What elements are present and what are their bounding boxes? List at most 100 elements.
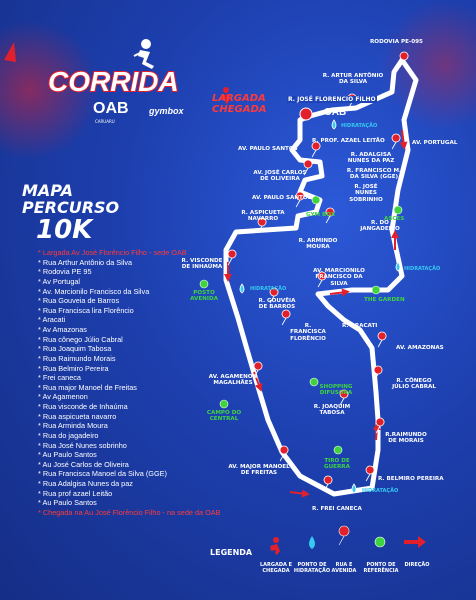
label-arminda: R. ARMINDO MOURA [298,238,338,251]
label-jangadeiro: R. DO JANGADEIRO [360,220,400,233]
label-conego: R. CÔNEGO JÚLIO CABRAL [392,378,436,391]
map-pin-icon [325,207,335,224]
map-pin-icon [257,217,267,234]
label-marcionilo: AV. MARCIONILO FRANCISCO DA SILVA [313,268,365,287]
place-tiro-guerra: TIRO DE GUERRA [324,458,350,471]
street-list-item: * Rua aspicueta navarro [38,411,117,421]
label-adalgisa: R. ADALGISA NUNES DA PAZ [347,152,395,165]
legend-reference-pin-icon [374,536,386,548]
street-list-item: * Chegada na Au José Florêncio Filho - n… [38,507,221,517]
finish-label: CHEGADA [212,104,267,115]
map-pin-icon [399,51,409,68]
street-list-item: * Au José Carlos de Oliveira [38,459,129,469]
street-list-item: * Av Amazonas [38,325,87,334]
place-campo-central: CAMPO DO CENTRAL [206,410,242,423]
map-pin-icon [279,445,289,462]
label-rodovia: RODOVIA PE-095 [370,39,423,45]
map-heading: MAPA PERCURSO 10K [22,182,119,244]
map-pin-icon [373,365,383,382]
map-pin-icon [323,475,333,492]
hydration-label: HIDRATAÇÃO [250,286,287,292]
start-label: LARGADA [212,93,266,104]
street-list-item: * Av Portugal [38,276,81,286]
street-list-item: * Rua Raimundo Morais [38,353,116,363]
map-pin-icon [269,287,279,304]
route-line [223,57,419,497]
street-list-item: * Rua Arminda Moura [38,421,108,431]
street-list-item: * Rua José Nunes sobrinho [38,440,127,450]
street-list-item: * Av Agamenon [38,392,88,402]
oab-map-logo: OAB [324,107,347,118]
legend-label-reference: PONTO DE REFERÊNCIA [363,562,399,574]
start-finish-label: LARGADA CHEGADA [212,93,267,115]
place-shopping: SHOPPING DIFUSORA [319,384,353,397]
label-joaquim: R. JOAQUIM TABOSA [313,404,351,417]
start-runner-icon [299,107,313,121]
street-list-item: * Au Paulo Santos [38,450,97,460]
street-list-item: * Rua major Manoel de Freitas [38,382,137,392]
label-major: AV. MAJOR MANOEL DE FREITAS [228,464,290,477]
water-drop-icon [351,483,357,494]
street-list-item: * Rua Belmiro Pereira [38,363,109,373]
map-pin-icon [303,159,313,176]
reference-pin-icon [219,399,229,409]
legend-label-direction: DIREÇÃO [404,562,430,568]
label-jose-nunes: R. JOSÉ NUNES SOBRINHO [349,184,383,203]
reference-pin-icon [371,285,381,295]
legend-label-hydration: PONTO DE HIDRATAÇÃO [293,562,331,574]
water-drop-icon [395,261,401,272]
start-street-label: R. JOSÉ FLORENCIO FILHO [287,96,377,103]
runner-logo-icon [133,39,154,69]
street-list-item: * Rua Francisca Manoel da Silva (GGE) [38,469,167,479]
label-amazonas: AV. AMAZONAS [396,345,444,351]
gymbox-logo: gymbox [149,106,184,116]
legend-label-street: RUA E AVENIDA [331,562,357,574]
brand-title: CORRIDA [47,65,180,98]
map-pin-icon [281,309,291,326]
map-pin-icon [391,133,401,150]
legend-map-pin-icon [338,525,350,546]
street-list-item: * Rodovia PE 95 [38,267,92,277]
street-list-item: * Rua visconde de Inhaúma [38,402,128,411]
map-pin-icon [365,465,375,482]
city-label: CARUARU [95,119,115,124]
street-list-item: * Rua Adalgisa Nunes da paz [38,479,133,488]
label-francisco-gge: R. FRANCISCO M. DA SILVA (GGE) [346,168,402,181]
reference-pin-icon [309,377,319,387]
reference-pin-icon [311,195,321,205]
map-heading-line2: PERCURSO [22,198,120,217]
map-pin-icon [295,191,305,208]
label-paulo-santos-2: AV. PAULO SANTOS [252,195,312,201]
water-drop-icon [239,283,245,294]
label-aspicueta: R. ASPICUETA NAVARRO [241,210,285,223]
map-pin-icon [317,271,327,288]
label-agamenon: AV. AGAMENON MAGALHÃES [208,374,258,387]
legend-title: LEGENDA [210,548,253,557]
map-pin-icon [227,249,237,266]
label-azael: R. PROF. AZAEL LEITÃO [312,138,385,144]
street-list-item: * Rua Gouveia de Barros [38,296,120,306]
reference-pin-icon [199,279,209,289]
street-list-item: * Rua Arthur Antônio da Silva [38,257,133,267]
water-drop-icon [331,119,337,130]
street-list-item: * Av. Marcionilo Francisco da Silva [38,286,150,296]
street-list-item: * Rua do jagadeiro [38,430,99,440]
place-posto-avenida: POSTO AVENIDA [190,290,218,303]
legend-water-drop-icon [309,536,315,549]
street-list-item: * Aracati [38,315,66,325]
label-jose-carlos: AV. JOSÉ CARLOS DE OLIVEIRA [253,170,307,183]
place-the-garden: THE GARDEN [364,297,405,303]
map-pin-icon [311,141,321,158]
oab-logo: OAB [93,100,129,117]
label-gouveia: R. GOUVÊIA DE BARROS [258,298,296,311]
street-list-item: * Rua prof azael Leitão [38,488,113,498]
label-francisca: R. FRANCISCA FLORÊNCIO [290,323,326,342]
legend-arrow-icon [404,536,426,548]
label-aracati: R. ARACATI [342,323,378,329]
reference-pin-icon [393,205,403,215]
street-list-item: * Au Paulo Santos [38,498,97,508]
map-pin-icon [339,389,349,406]
hydration-label: HIDRATAÇÃO [404,266,441,272]
label-visconde: R. VISCONDE DE INHAÚMA [181,258,223,271]
